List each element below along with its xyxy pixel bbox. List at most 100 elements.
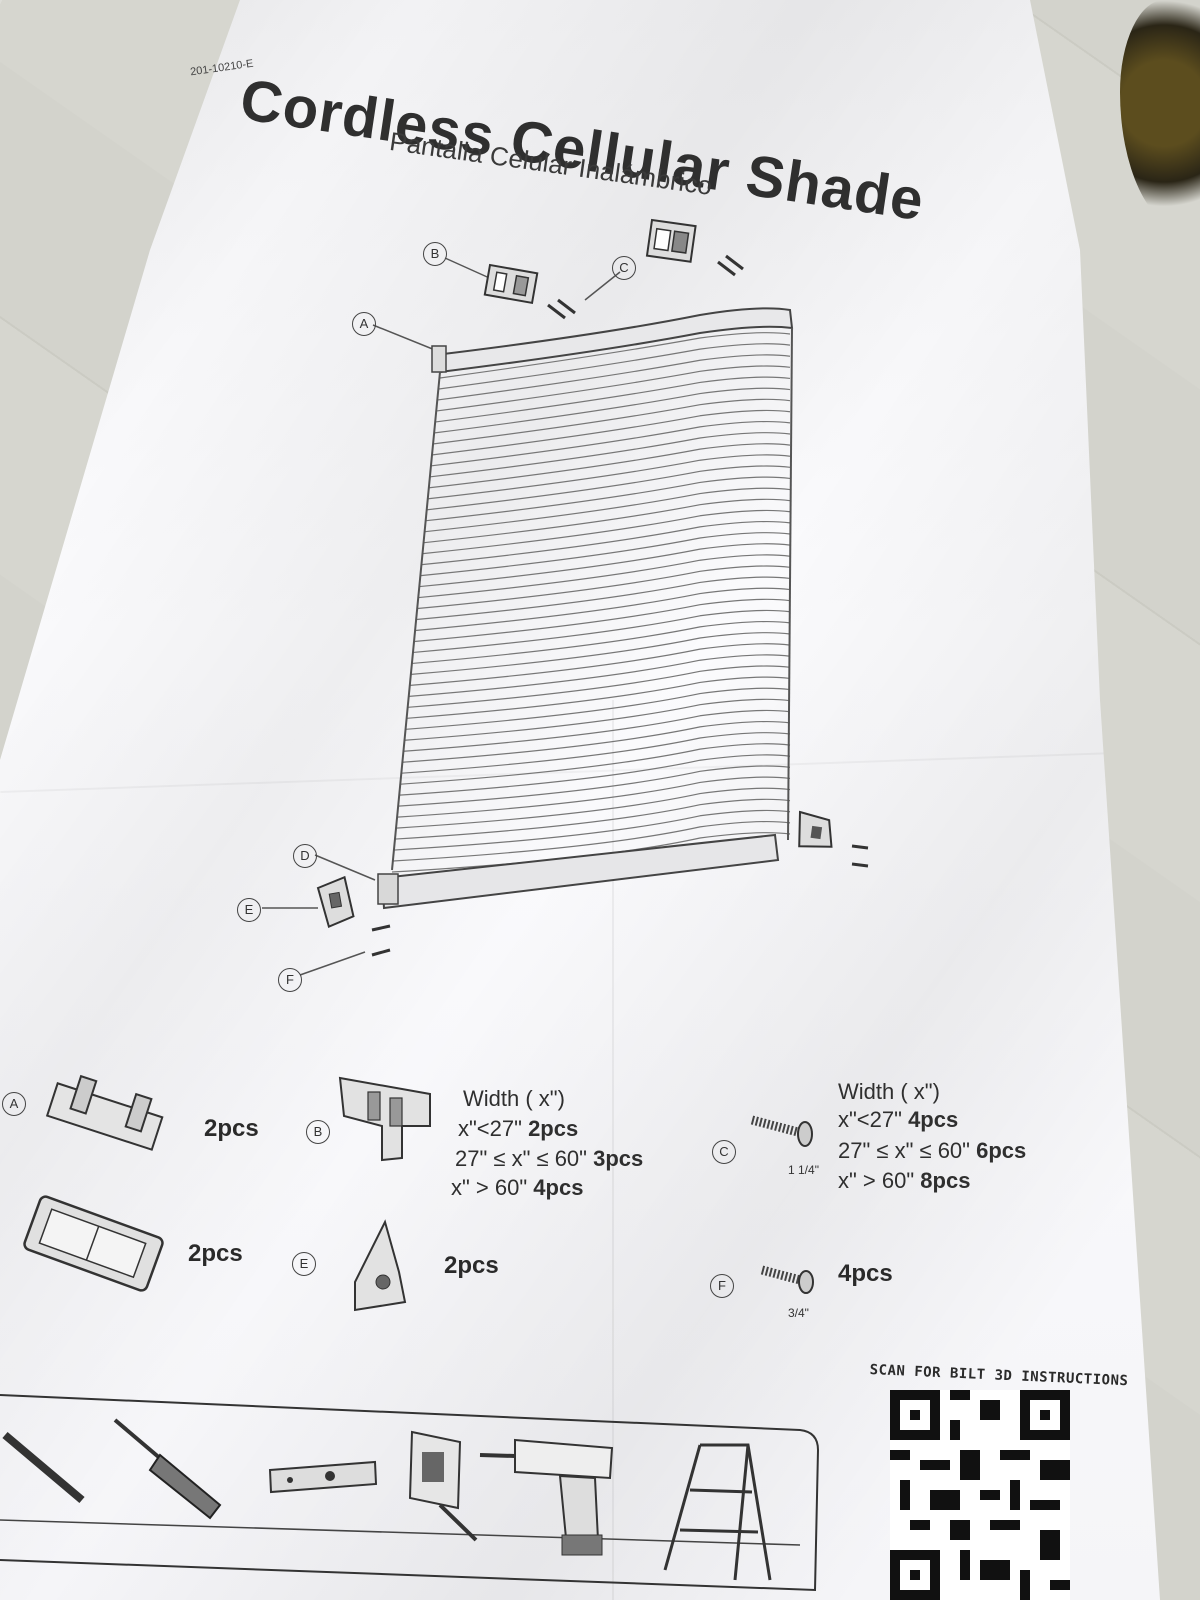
pleat-line [433,398,791,445]
pleat-line [396,787,791,829]
pleat-line [415,587,791,632]
pleat-line [410,643,791,686]
part-a-letter: A [2,1092,26,1116]
pleat-line [407,665,791,708]
part-c-size: 1 1/4" [788,1163,819,1177]
leader-line [299,951,366,976]
pleat-line [431,420,791,467]
pleat-line [409,654,791,697]
pleat-line [438,343,791,390]
part-c-width-label: Width ( x") [838,1079,940,1104]
part-b-range: 27" ≤ x" ≤ 60" [455,1146,587,1171]
pleat-line [398,765,791,807]
part-b-icon [338,1076,431,1162]
part-c-row: 27" ≤ x" ≤ 60" 6pcs [838,1138,1026,1164]
pleat-line [427,465,791,511]
part-f-screw-icon [760,1265,814,1294]
part-e-letter: E [292,1252,316,1276]
screw-icon [717,254,744,277]
callout-c: C [612,256,636,280]
part-c-row-qty: 8pcs [920,1168,971,1193]
qr-code-icon[interactable] [890,1390,1070,1600]
pleat-line [414,598,791,643]
pleat-line [411,632,791,675]
part-e-qty: 2pcs [444,1252,499,1279]
bracket-e-icon [316,875,355,929]
pleat-line [422,509,791,555]
screwdriver-icon [113,1418,222,1520]
part-b-width-label: Width ( x") [463,1086,565,1111]
pleat-line [429,443,791,489]
pleat-line [439,332,791,379]
part-c-range: 27" ≤ x" ≤ 60" [838,1138,970,1163]
shade-bottom-rail [377,833,780,910]
tape-measure-icon [408,1430,478,1542]
part-c-row-qty: 6pcs [976,1138,1027,1163]
tools-panel-border [0,1394,820,1592]
paper-crease [612,700,614,1600]
pleat-line [405,687,791,730]
screw-icon [851,844,869,868]
part-b-row: x"<27" 2pcs [458,1116,578,1142]
part-c-row: x" > 60" 8pcs [838,1168,970,1194]
pleat-line [423,498,791,544]
part-b-row: 27" ≤ x" ≤ 60" 3pcs [455,1146,643,1172]
part-f-size: 3/4" [788,1306,809,1320]
pleat-line [432,409,791,456]
pleat-line [412,620,791,665]
callout-b: B [423,242,447,266]
pleat-line [416,576,791,621]
part-b-row-qty: 4pcs [533,1175,584,1200]
part-e-icon [354,1219,407,1312]
part-a-icon [45,1074,164,1151]
part-a-qty: 2pcs [204,1115,259,1142]
bracket-b-icon [483,263,539,305]
pleat-line [395,798,791,840]
pleat-line [393,820,791,862]
part-b-row: x" > 60" 4pcs [451,1175,583,1201]
level-icon [268,1460,378,1494]
pleat-line [413,609,791,654]
pleat-line [399,754,791,796]
pleat-line [435,376,791,423]
part-d-icon [23,1195,164,1292]
pleat-line [406,676,791,719]
pleat-line [402,720,791,763]
part-c-range: x" > 60" [838,1168,915,1193]
part-c-screw-icon [750,1115,813,1147]
pleat-line [434,387,791,434]
part-c-letter: C [712,1140,736,1164]
leader-line [584,271,621,301]
pleat-line [418,554,791,599]
part-d-qty: 2pcs [188,1240,243,1267]
part-f-letter: F [710,1274,734,1298]
part-b-row-qty: 3pcs [593,1146,644,1171]
pleat-line [404,698,791,741]
callout-f: F [278,968,302,992]
pleat-line [436,365,791,412]
part-b-letter: B [306,1120,330,1144]
pleat-line [394,809,791,851]
bracket-e-right-icon [798,810,833,848]
pleat-line [421,520,791,566]
pleat-line [426,476,791,522]
part-f-qty: 4pcs [838,1260,893,1287]
bracket-c-icon [645,218,697,263]
step-ladder-icon [663,1443,772,1581]
pleat-line [430,432,791,478]
pleat-line [397,776,791,818]
drill-icon [479,1438,614,1556]
pleat-line [401,732,791,774]
leader-line [372,324,436,351]
screw-icon [547,298,576,320]
shade-pleats [391,332,791,873]
pleat-line [403,709,791,752]
pleat-line [425,487,791,533]
callout-a: A [352,312,376,336]
pencil-icon [2,1431,85,1504]
pleat-line [417,565,791,610]
part-c-row: x"<27" 4pcs [838,1107,958,1133]
part-b-row-qty: 2pcs [528,1116,579,1141]
